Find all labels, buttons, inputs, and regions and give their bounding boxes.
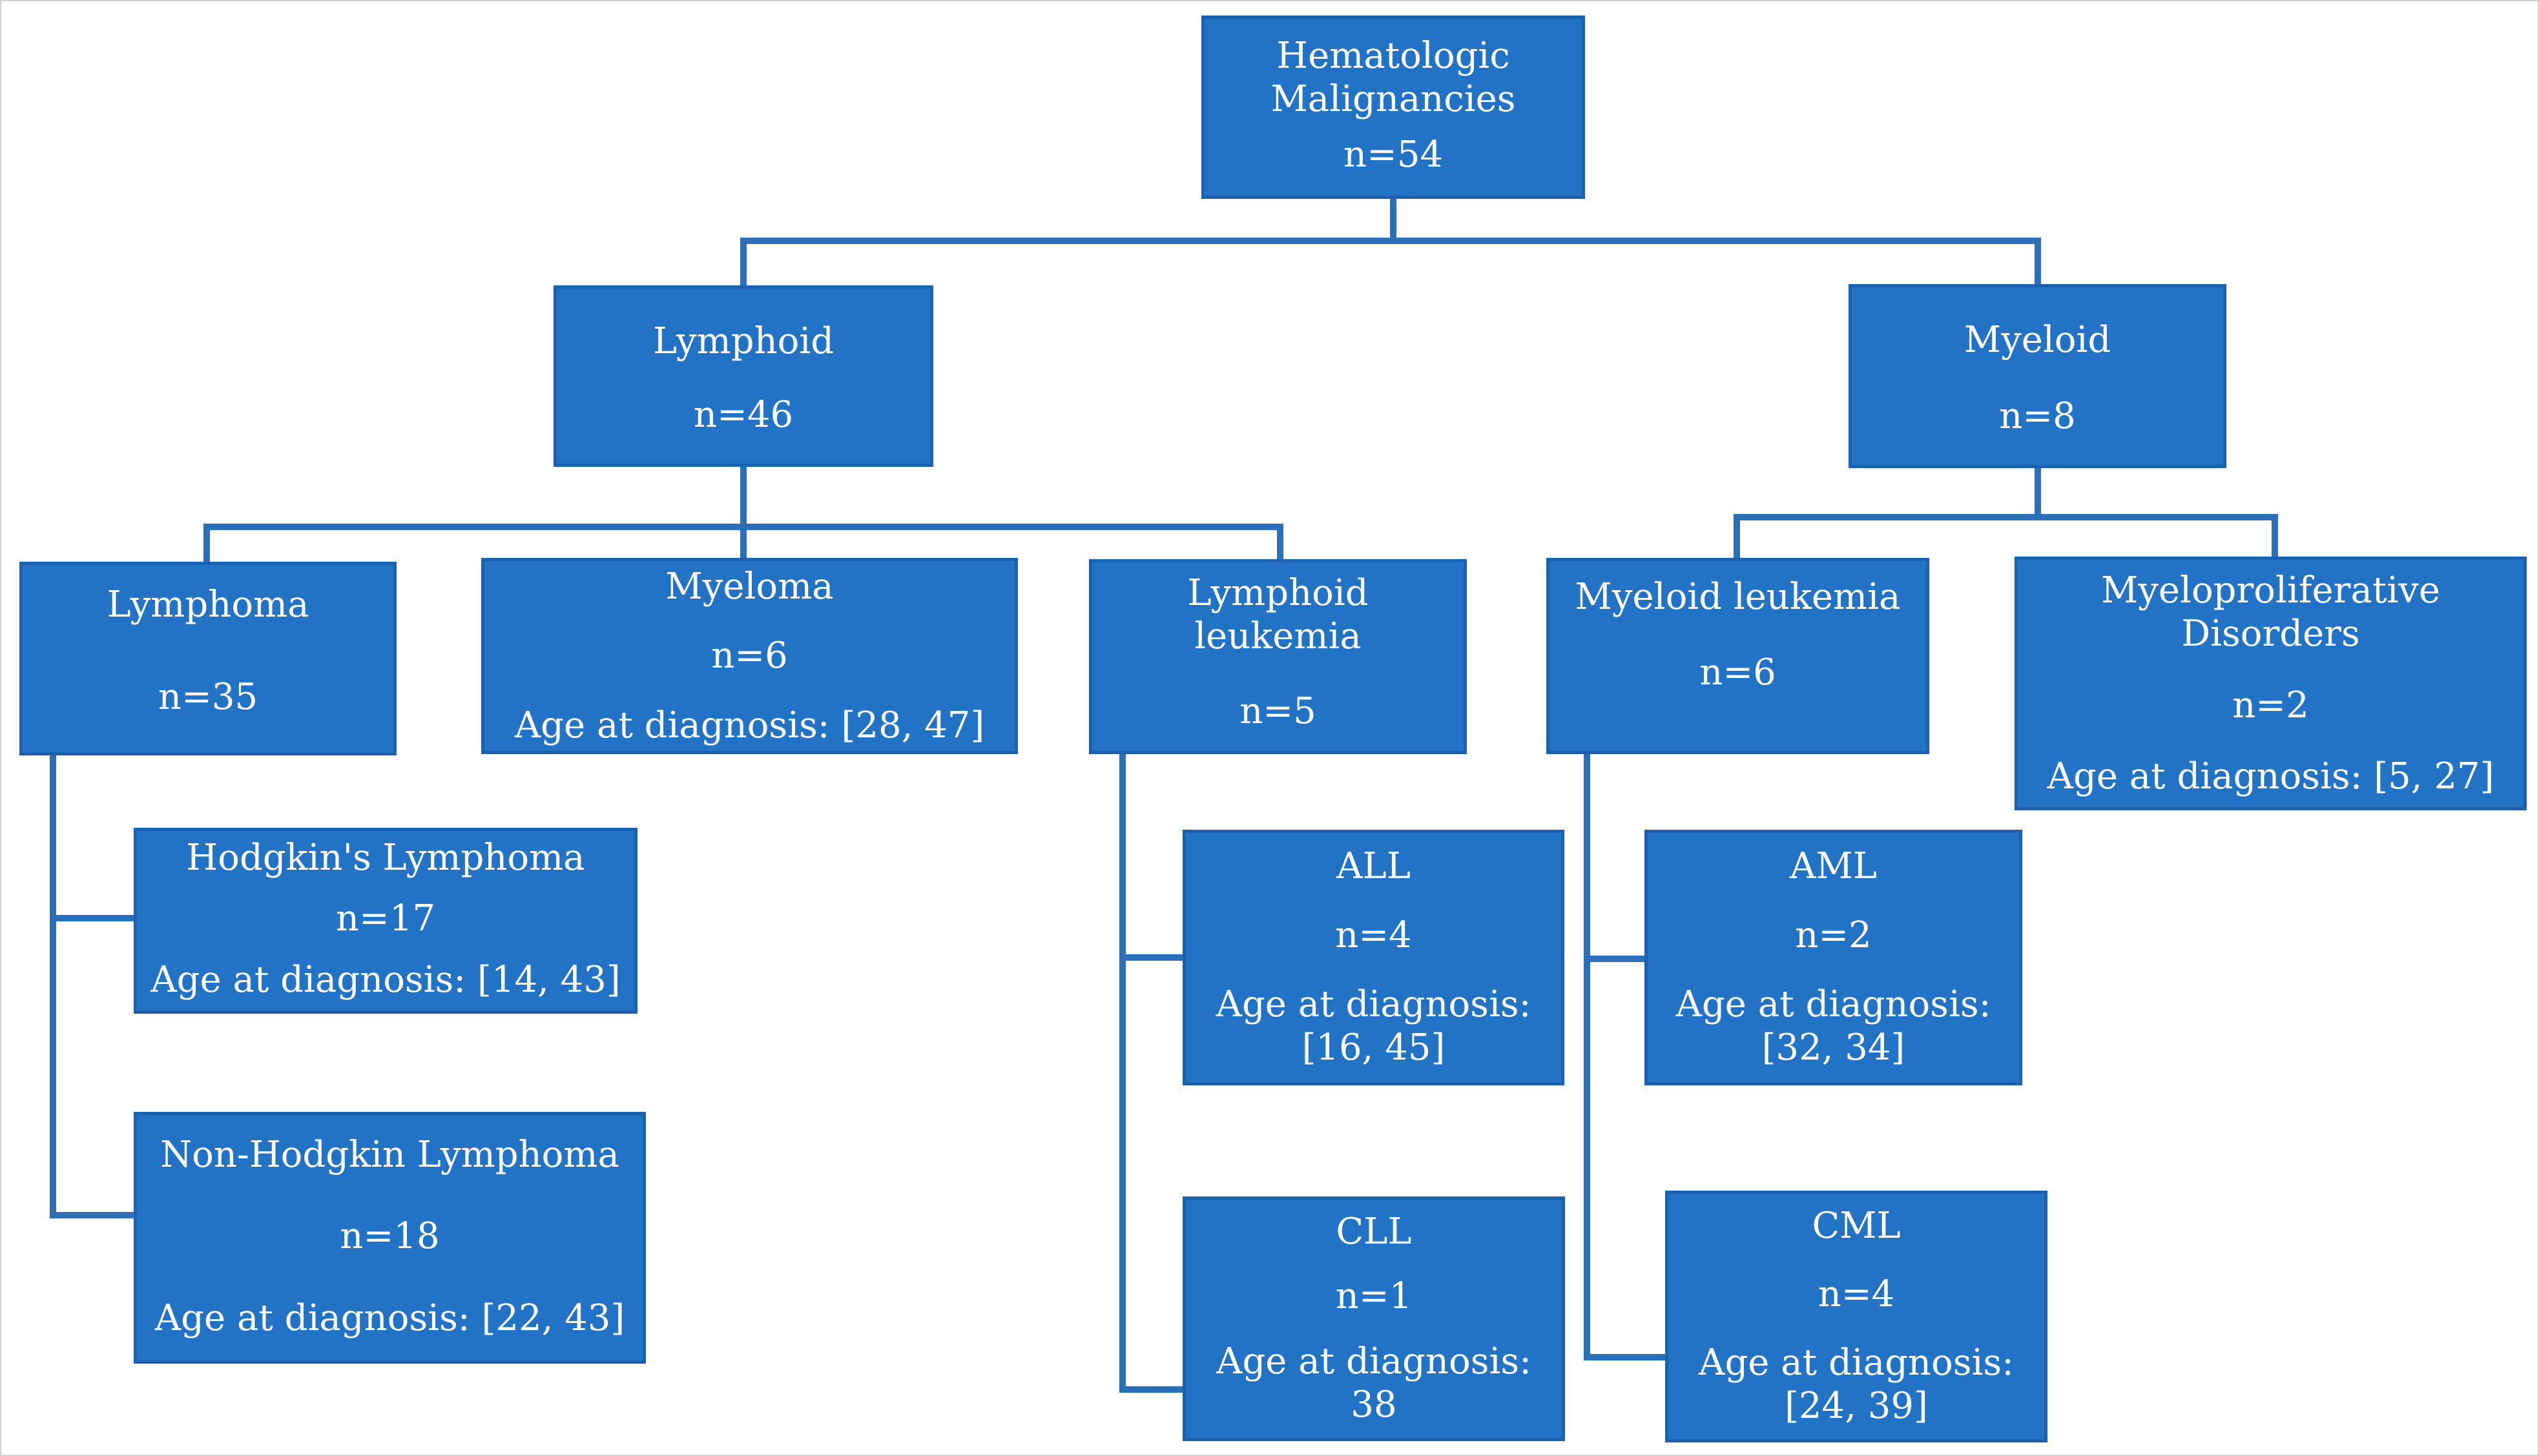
connector-root-stub [1390, 199, 1396, 241]
connector-myeloma-stub [740, 524, 747, 558]
node-root-count: n=54 [1343, 133, 1444, 176]
node-cml-age-value: [24, 39] [1785, 1384, 1928, 1427]
node-myeloid-leukemia: Myeloid leukemia n=6 [1546, 558, 1929, 754]
node-aml: AML n=2 Age at diagnosis: [32, 34] [1644, 830, 2022, 1085]
node-myeloma-count: n=6 [711, 635, 788, 677]
node-mpd-age: Age at diagnosis: [5, 27] [2047, 755, 2494, 797]
node-cll-count: n=1 [1335, 1275, 1413, 1318]
node-cll: CLL n=1 Age at diagnosis: 38 [1183, 1196, 1565, 1441]
node-cll-label: CLL [1336, 1211, 1412, 1253]
node-lymphoid-count: n=46 [693, 393, 794, 436]
node-myeloma: Myeloma n=6 Age at diagnosis: [28, 47] [481, 558, 1018, 754]
node-myelleuk-count: n=6 [1699, 651, 1776, 693]
node-myeloproliferative-disorders: Myeloproliferative Disorders n=2 Age at … [2015, 557, 2527, 810]
connector-aml-branch [1584, 956, 1644, 962]
connector-lymphoma-vertical [50, 755, 56, 1218]
node-cml-age-label: Age at diagnosis: [1699, 1341, 2014, 1384]
node-all-age-label: Age at diagnosis: [1216, 983, 1531, 1025]
node-lymphleuk-title: Lymphoid leukemia [1187, 571, 1368, 658]
node-aml-age: Age at diagnosis: [32, 34] [1676, 983, 1991, 1069]
node-cml-label: CML [1812, 1205, 1901, 1247]
node-all: ALL n=4 Age at diagnosis: [16, 45] [1183, 830, 1564, 1085]
node-mpd-title-line2: Disorders [2181, 613, 2360, 655]
node-lymphoma-count: n=35 [158, 675, 258, 718]
node-all-age: Age at diagnosis: [16, 45] [1216, 983, 1531, 1069]
connector-lymphleuk-stub [1277, 524, 1283, 559]
node-mpd-title: Myeloproliferative Disorders [2101, 569, 2440, 655]
node-all-count: n=4 [1335, 914, 1412, 956]
node-hodgkin-label: Hodgkin's Lymphoma [186, 837, 585, 879]
node-mpd-title-line1: Myeloproliferative [2100, 569, 2441, 611]
connector-myelleuk-vertical [1584, 754, 1590, 1360]
connector-myeloid-down [2035, 468, 2041, 518]
connector-cml-branch [1584, 1354, 1665, 1360]
node-all-label: ALL [1336, 845, 1411, 887]
node-aml-age-value: [32, 34] [1761, 1026, 1905, 1069]
connector-level1-horizontal [740, 238, 2041, 244]
connector-cll-branch [1119, 1386, 1183, 1393]
node-lymphleuk-title-line1: Lymphoid [1187, 572, 1369, 614]
node-lymphoid-leukemia: Lymphoid leukemia n=5 [1089, 559, 1467, 754]
node-aml-age-label: Age at diagnosis: [1675, 983, 1991, 1025]
node-myelleuk-label: Myeloid leukemia [1575, 576, 1901, 618]
node-cml: CML n=4 Age at diagnosis: [24, 39] [1665, 1191, 2047, 1442]
node-non-hodgkin-lymphoma: Non-Hodgkin Lymphoma n=18 Age at diagnos… [134, 1112, 646, 1364]
node-mpd-count: n=2 [2232, 684, 2309, 726]
node-cml-age: Age at diagnosis: [24, 39] [1699, 1341, 2014, 1428]
connector-all-branch [1119, 954, 1183, 961]
node-aml-label: AML [1790, 845, 1877, 887]
node-cll-age: Age at diagnosis: 38 [1216, 1340, 1531, 1426]
node-hodgkin-age: Age at diagnosis: [14, 43] [150, 958, 621, 1001]
node-myeloid-label: Myeloid [1964, 319, 2111, 361]
node-root-title-line1: Hematologic [1276, 35, 1510, 77]
connector-myelleuk-stub [1734, 514, 1740, 558]
connector-hodgkin-branch [50, 915, 134, 921]
node-myeloma-label: Myeloma [665, 566, 834, 608]
node-lymphoid-label: Lymphoid [652, 320, 834, 362]
connector-lymphleuk-vertical [1119, 754, 1126, 1393]
connector-myeloid-stub [2035, 238, 2041, 284]
node-aml-count: n=2 [1795, 914, 1872, 956]
node-lymphleuk-count: n=5 [1239, 690, 1316, 732]
node-hodgkins-lymphoma: Hodgkin's Lymphoma n=17 Age at diagnosis… [134, 828, 637, 1014]
node-root-title-line2: Malignancies [1270, 78, 1516, 121]
node-lymphoma: Lymphoma n=35 [19, 562, 397, 755]
node-myeloma-age: Age at diagnosis: [28, 47] [514, 704, 985, 746]
node-lymphleuk-title-line2: leukemia [1194, 615, 1362, 658]
connector-lymphoma-stub [203, 524, 210, 562]
node-nonhodgkin-count: n=18 [340, 1215, 440, 1258]
node-nonhodgkin-label: Non-Hodgkin Lymphoma [160, 1134, 619, 1176]
node-lymphoma-label: Lymphoma [107, 584, 309, 626]
node-hodgkin-count: n=17 [335, 897, 436, 940]
node-myeloid: Myeloid n=8 [1849, 284, 2226, 468]
connector-lymphoid-down [740, 467, 747, 528]
node-myeloid-count: n=8 [1999, 395, 2076, 437]
connector-lymphoid-stub [740, 238, 747, 285]
node-root-title: Hematologic Malignancies [1270, 34, 1515, 121]
node-nonhodgkin-age: Age at diagnosis: [22, 43] [154, 1297, 625, 1339]
connector-mpd-stub [2272, 514, 2278, 557]
node-cll-age-value: 38 [1351, 1383, 1397, 1426]
node-hematologic-malignancies: Hematologic Malignancies n=54 [1201, 15, 1585, 199]
node-cml-count: n=4 [1818, 1273, 1895, 1315]
node-cll-age-label: Age at diagnosis: [1216, 1340, 1531, 1382]
node-lymphoid: Lymphoid n=46 [554, 285, 933, 467]
connector-myeloid-horizontal [1734, 514, 2278, 520]
node-all-age-value: [16, 45] [1301, 1026, 1446, 1069]
connector-nonhodgkin-branch [50, 1212, 134, 1218]
